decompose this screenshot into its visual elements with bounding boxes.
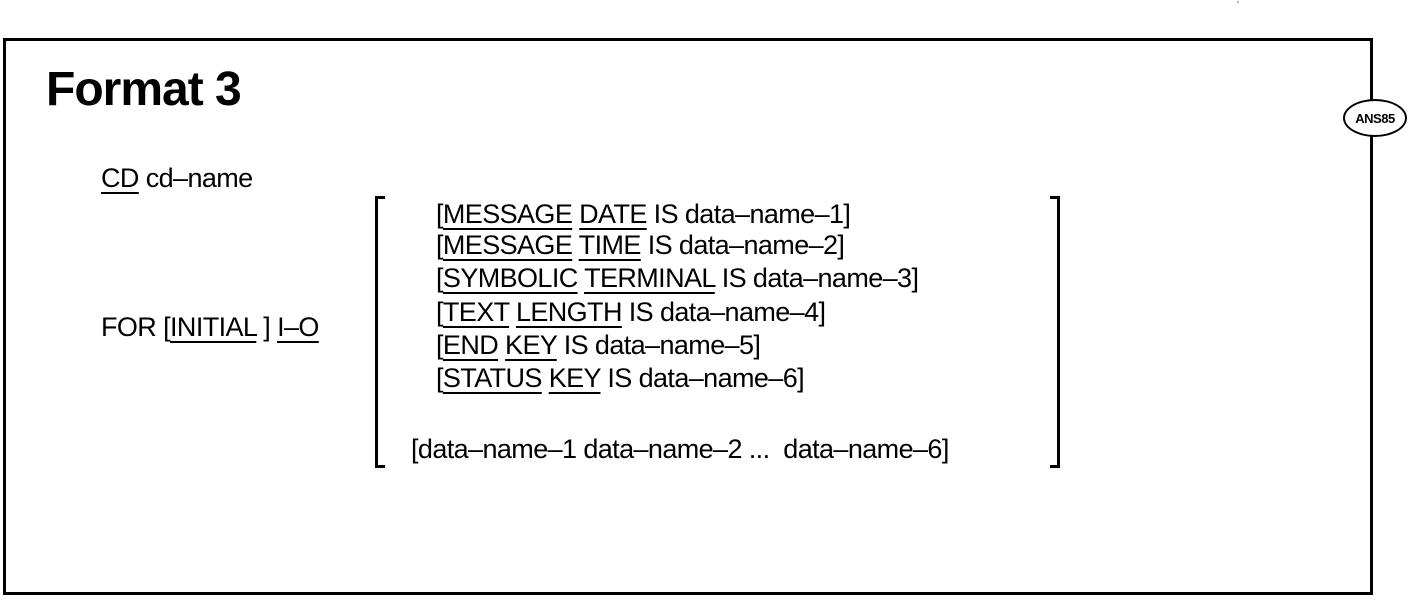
ans85-badge: ANS85 [1343, 99, 1407, 137]
format-title: Format 3 [46, 63, 242, 116]
cd-line: CD cd–name [101, 165, 253, 192]
clause-keyword: STATUS [442, 363, 543, 393]
clause-line-5: [END KEY IS data–name–5] [436, 330, 761, 360]
clause-line-3: [SYMBOLIC TERMINAL IS data–name–3] [436, 263, 919, 293]
format-box [3, 38, 1373, 595]
clause-line-2: [MESSAGE TIME IS data–name–2] [436, 230, 845, 260]
data-names-line: [data–name–1 data–name–2 ... data–name–6… [411, 434, 949, 464]
clause-keyword: TERMINAL [584, 263, 715, 293]
clause-keyword: MESSAGE [442, 199, 573, 229]
clause-line-4: [TEXT LENGTH IS data–name–4] [436, 297, 826, 327]
clause-keyword: DATE [579, 199, 647, 229]
clause-keyword: SYMBOLIC [442, 263, 578, 293]
clause-line-6: [STATUS KEY IS data–name–6] [436, 363, 805, 393]
cd-name: cd–name [145, 163, 253, 193]
clause-keyword: TEXT [442, 297, 510, 327]
clause-keyword: LENGTH [515, 297, 623, 327]
clause-line-1: [MESSAGE DATE IS data–name–1] [436, 199, 851, 229]
clause-keyword: MESSAGE [442, 230, 573, 260]
corner-mark: ' [1237, 0, 1239, 11]
clause-keyword: KEY [505, 330, 557, 360]
for-close-bracket: ] [263, 312, 271, 342]
cd-keyword: CD [101, 163, 139, 193]
clause-keyword: END [442, 330, 499, 360]
for-clause: FOR [INITIAL ] I–O [101, 314, 319, 341]
initial-keyword: INITIAL [170, 312, 257, 342]
clause-keyword: TIME [578, 230, 642, 260]
clause-keyword: KEY [548, 363, 601, 393]
for-open-bracket: [ [163, 312, 171, 342]
left-bracket [375, 196, 385, 468]
io-keyword: I–O [277, 312, 319, 342]
right-bracket [1050, 196, 1060, 468]
for-keyword: FOR [101, 312, 157, 342]
